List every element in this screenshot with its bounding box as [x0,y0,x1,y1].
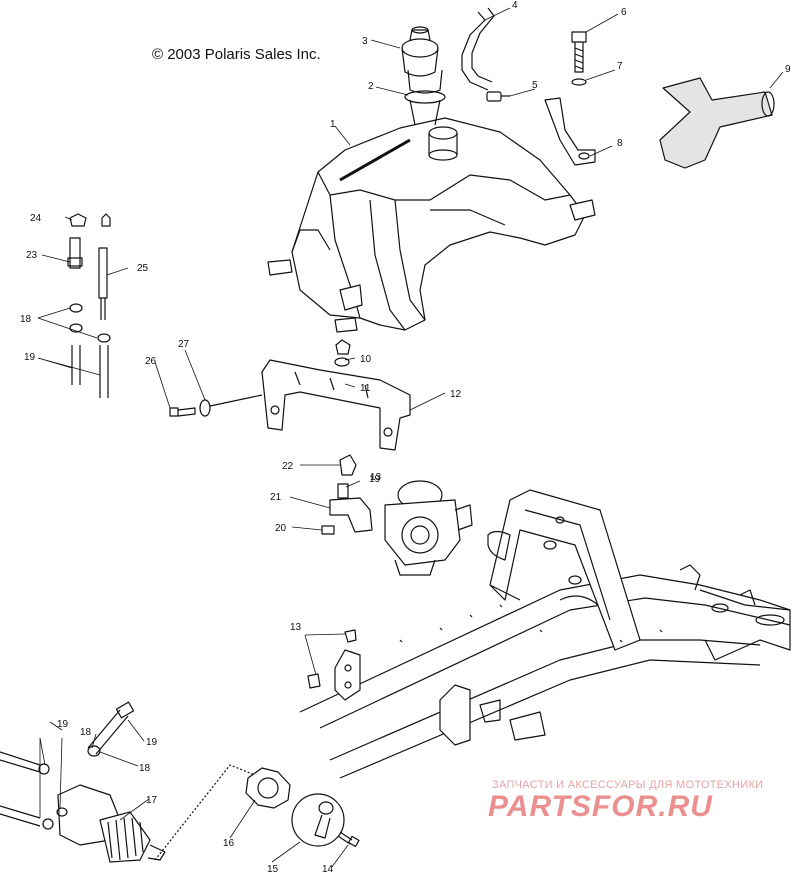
callout-18c: 18 [20,314,32,325]
callout-17: 17 [146,795,158,806]
cover-15 [291,793,345,847]
callout-3: 3 [362,36,368,47]
callout-21: 21 [270,492,282,503]
callout-19c: 19 [24,352,36,363]
gear-16 [245,767,291,809]
callout-8: 8 [617,138,623,149]
callout-18b: 18 [139,763,151,774]
filler-seal [404,90,446,126]
watermark-tagline: ЗАПЧАСТИ И АКСЕССУАРЫ ДЛЯ МОТОТЕХНИКИ [492,779,764,791]
carburetor [384,480,473,576]
vent-fitting [486,91,510,102]
callout-5: 5 [532,80,538,91]
callout-26: 26 [145,356,157,367]
fuel-valve-assembly [321,454,373,535]
callout-1: 1 [330,119,336,130]
callout-16: 16 [223,838,235,849]
callout-25: 25 [137,263,149,274]
bolt-6 [571,31,587,73]
callout-19d: 19 [369,474,381,485]
screw-26 [169,407,196,417]
callout-24: 24 [30,213,42,224]
callout-20: 20 [275,523,287,534]
washer-7 [571,78,587,86]
plug-13 [307,629,357,689]
callout-7: 7 [617,61,623,72]
vent-hose [461,7,495,91]
handle-grip-9 [659,77,775,169]
callout-13a: 13 [290,622,302,633]
callout-23: 23 [26,250,38,261]
callout-4: 4 [512,0,518,11]
grommet-10 [334,339,351,367]
callout-2: 2 [368,81,374,92]
tank-bracket-8 [544,97,596,166]
line-fittings-left [67,213,111,398]
callout-9: 9 [785,64,791,75]
tank-mount-bracket-12 [261,359,411,451]
callout-6: 6 [621,7,627,18]
callout-22: 22 [282,461,294,472]
fuel-pump-assembly [0,701,166,863]
callout-13b: 13 [370,472,382,483]
callout-19a: 19 [57,719,69,730]
callout-15: 15 [267,864,279,873]
callout-11: 11 [360,383,371,394]
callout-14: 14 [322,864,334,873]
callout-12: 12 [450,389,462,400]
callout-10: 10 [360,354,372,365]
callout-18a: 18 [80,727,92,738]
callout-27: 27 [178,339,190,350]
watermark-logo: PARTSFOR.RU [488,790,713,823]
vehicle-frame [299,489,791,779]
copyright-notice: © 2003 Polaris Sales Inc. [152,46,321,63]
screw-14 [337,831,360,848]
fuel-cap [401,26,443,94]
fuel-tank [267,117,596,333]
callout-19b: 19 [146,737,158,748]
washer-27 [199,399,211,417]
